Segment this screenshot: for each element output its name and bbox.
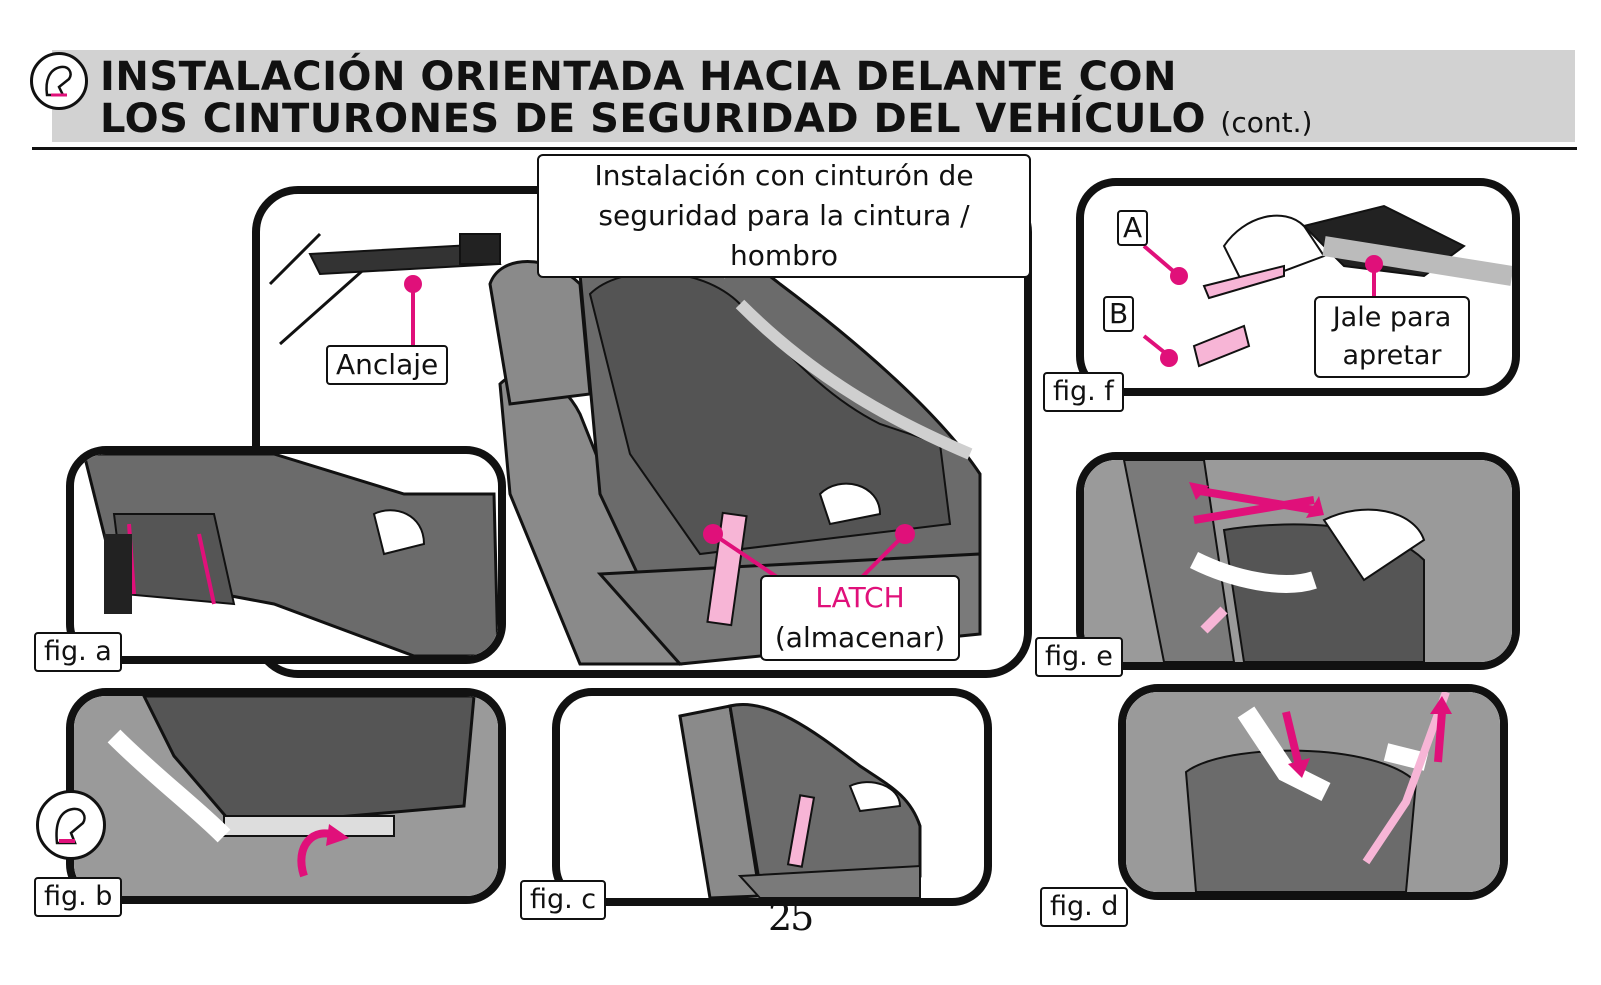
title-line-2-text: LOS CINTURONES DE SEGURIDAD DEL VEHÍCULO [100, 96, 1206, 142]
latch-label: LATCH [815, 581, 905, 614]
anchor-label: Anclaje [326, 345, 449, 385]
fig-c-label: fig. c [520, 880, 607, 920]
fig-b-label: fig. b [34, 877, 123, 917]
pull-label-line-1: Jale para [1332, 302, 1452, 333]
title-cont: (cont.) [1220, 106, 1313, 139]
fig-d-label: fig. d [1040, 887, 1129, 927]
fig-f-label-b: B [1103, 296, 1135, 332]
fig-a-illustration [82, 454, 498, 656]
pull-to-tighten-label: Jale para apretar [1314, 296, 1470, 378]
fig-f-illustration [1142, 204, 1512, 368]
fig-e-label: fig. e [1035, 637, 1123, 677]
pull-label-line-2: apretar [1342, 340, 1442, 371]
header-bar [52, 50, 1575, 142]
title-line-2: LOS CINTURONES DE SEGURIDAD DEL VEHÍCULO… [100, 98, 1312, 144]
fig-a-panel [66, 446, 506, 664]
header-rule [32, 147, 1577, 150]
fig-b-panel [66, 688, 506, 904]
belt-label-line-1: Instalación con cinturón de [594, 159, 974, 192]
fig-f-label-a: A [1117, 210, 1149, 246]
latch-label-box: LATCH (almacenar) [760, 575, 960, 661]
belt-label-line-2: seguridad para la cintura / hombro [598, 199, 970, 272]
page-title: INSTALACIÓN ORIENTADA HACIA DELANTE CON … [100, 56, 1312, 144]
fig-f-label: fig. f [1043, 372, 1124, 412]
fig-e-illustration [1084, 460, 1512, 662]
page-number: 25 [768, 895, 814, 939]
title-line-1: INSTALACIÓN ORIENTADA HACIA DELANTE CON [100, 54, 1177, 100]
fig-d-panel [1118, 684, 1508, 900]
fig-b-seat-icon [36, 790, 106, 860]
fig-d-illustration [1126, 692, 1500, 892]
fig-e-panel [1076, 452, 1520, 670]
fig-b-illustration [74, 696, 498, 896]
fig-a-label: fig. a [34, 632, 122, 672]
fig-c-panel [552, 688, 992, 906]
latch-sub-label: (almacenar) [774, 621, 946, 654]
belt-installation-label: Instalación con cinturón de seguridad pa… [537, 154, 1031, 278]
fig-c-illustration [678, 703, 922, 898]
car-seat-icon [30, 52, 88, 110]
